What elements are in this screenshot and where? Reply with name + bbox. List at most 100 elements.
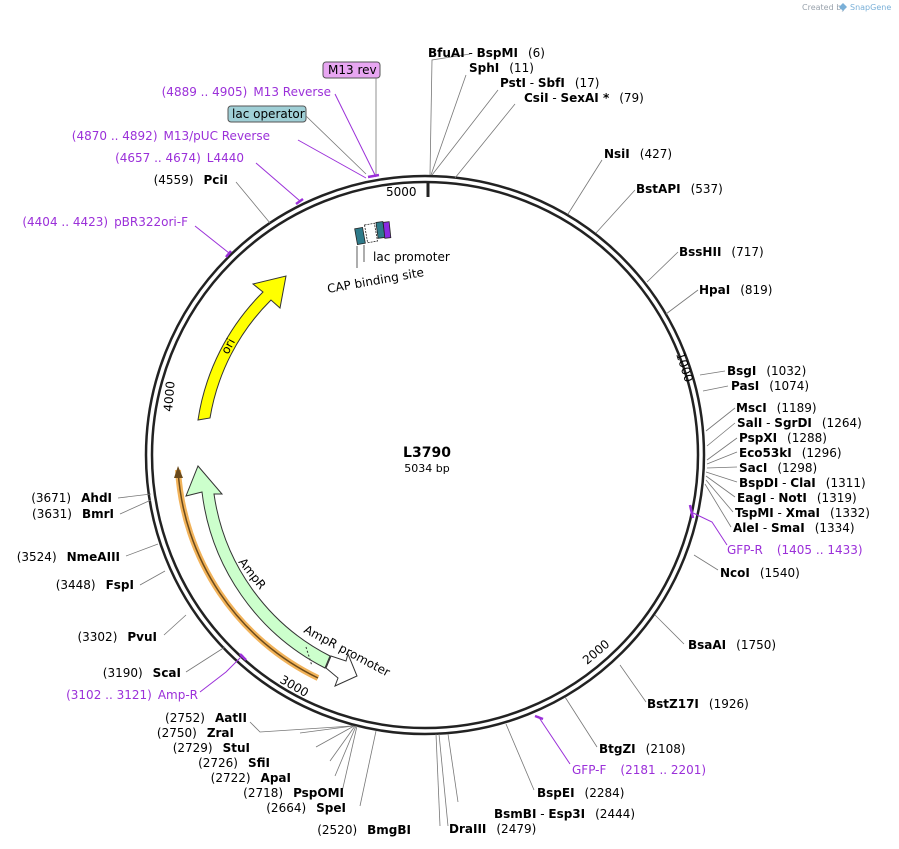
svg-text:SphI(11): SphI(11): [469, 61, 534, 75]
svg-text:(4889 .. 4905)M13 Reverse: (4889 .. 4905)M13 Reverse: [162, 85, 331, 99]
svg-text:(3302)PvuI: (3302)PvuI: [77, 630, 157, 644]
svg-text:Eco53kI(1296): Eco53kI(1296): [739, 446, 842, 460]
svg-text:EagI - NotI(1319): EagI - NotI(1319): [737, 491, 857, 505]
enzyme-pcii[interactable]: PciI: [204, 173, 229, 187]
enzyme-labels: BfuAI - BspMI(6) SphI(11) PstI - SbfI(17…: [17, 46, 870, 837]
primer-leaders: [194, 93, 728, 765]
primer-pbr322ori-f[interactable]: pBR322ori-F: [114, 215, 188, 229]
feature-layer: ori AmpR AmpR promoter lac promoter CAP …: [174, 221, 450, 687]
enzyme-fspi[interactable]: FspI: [106, 578, 134, 592]
enzyme-clai[interactable]: ClaI: [790, 476, 815, 490]
lac-promoter-feature[interactable]: [364, 222, 378, 244]
svg-text:DraIII(2479): DraIII(2479): [449, 822, 536, 836]
ampr-promoter-arrow[interactable]: [325, 652, 358, 687]
svg-text:(4657 .. 4674)L4440: (4657 .. 4674)L4440: [115, 151, 244, 165]
tick-label-2000: 2000: [580, 637, 612, 667]
amp-r-highlight-line: [177, 469, 319, 679]
tick-label-5000: 5000: [386, 185, 417, 199]
enzyme-bspmi[interactable]: BspMI: [477, 46, 518, 60]
primer-amp-r[interactable]: Amp-R: [158, 688, 198, 702]
enzyme-tspmi[interactable]: TspMI: [735, 506, 774, 520]
enzyme-ahdi[interactable]: AhdI: [81, 491, 112, 505]
enzyme-pasi[interactable]: PasI: [731, 379, 759, 393]
enzyme-eagi[interactable]: EagI: [737, 491, 766, 505]
enzyme-bmri[interactable]: BmrI: [82, 507, 114, 521]
enzyme-bstapi[interactable]: BstAPI: [636, 182, 681, 196]
enzyme-smai[interactable]: SmaI: [771, 521, 805, 535]
enzyme-alei[interactable]: AleI: [733, 521, 759, 535]
primer-m13-reverse[interactable]: M13 Reverse: [253, 85, 331, 99]
enzyme-noti[interactable]: NotI: [778, 491, 807, 505]
enzyme-apai[interactable]: ApaI: [261, 771, 291, 785]
enzyme-pspomi[interactable]: PspOMI: [293, 786, 344, 800]
enzyme-esp3i[interactable]: Esp3I: [548, 807, 585, 821]
ori-feature-arrow[interactable]: [197, 275, 287, 421]
primer-gfp-f[interactable]: GFP-F: [572, 763, 607, 777]
enzyme-bmgbi[interactable]: BmgBI: [367, 823, 411, 837]
svg-text:(2722)ApaI: (2722)ApaI: [211, 771, 291, 785]
backbone-inner-ring: [150, 180, 700, 730]
enzyme-nsii[interactable]: NsiI: [604, 147, 630, 161]
svg-text:(2750)ZraI: (2750)ZraI: [157, 726, 234, 740]
enzyme-sfii[interactable]: SfiI: [248, 756, 270, 770]
svg-text:(2752)AatII: (2752)AatII: [165, 711, 247, 725]
svg-text:BsaAI(1750): BsaAI(1750): [688, 638, 776, 652]
enzyme-scai[interactable]: ScaI: [153, 666, 181, 680]
enzyme-pvui[interactable]: PvuI: [127, 630, 157, 644]
primer-markers: [225, 173, 695, 721]
primer-l4440[interactable]: L4440: [207, 151, 244, 165]
enzyme-stui[interactable]: StuI: [223, 741, 250, 755]
enzyme-bfuai[interactable]: BfuAI: [428, 46, 465, 60]
svg-text:(4559)PciI: (4559)PciI: [154, 173, 228, 187]
enzyme-btgzi[interactable]: BtgZI: [599, 742, 636, 756]
enzyme-zrai[interactable]: ZraI: [207, 726, 234, 740]
enzyme-sbfi[interactable]: SbfI: [538, 76, 565, 90]
enzyme-bsshii[interactable]: BssHII: [679, 245, 721, 259]
svg-text:(3102 .. 3121)Amp-R: (3102 .. 3121)Amp-R: [66, 688, 198, 702]
svg-text:BstZ17I(1926): BstZ17I(1926): [647, 697, 749, 711]
enzyme-csii[interactable]: CsiI: [524, 91, 549, 105]
svg-text:TspMI - XmaI(1332): TspMI - XmaI(1332): [735, 506, 870, 520]
cap-binding-site-feature[interactable]: [354, 226, 366, 246]
enzyme-nmeaiii[interactable]: NmeAIII: [67, 550, 120, 564]
enzyme-eco53ki[interactable]: Eco53kI: [739, 446, 792, 460]
backbone-outer-ring: [144, 174, 706, 736]
svg-text:PasI(1074): PasI(1074): [731, 379, 809, 393]
enzyme-sgrdi[interactable]: SgrDI: [774, 416, 812, 430]
svg-text:BssHII(717): BssHII(717): [679, 245, 764, 259]
svg-text:BspDI - ClaI(1311): BspDI - ClaI(1311): [739, 476, 866, 490]
enzyme-aatii[interactable]: AatII: [215, 711, 247, 725]
enzyme-bsaai[interactable]: BsaAI: [688, 638, 726, 652]
enzyme-bsgi[interactable]: BsgI: [727, 364, 756, 378]
m13-rev-feature[interactable]: [382, 221, 392, 239]
ampr-feature-arrow[interactable]: [185, 465, 331, 669]
primer-labels: GFP-R(1405 .. 1433) GFP-F(2181 .. 2201) …: [22, 85, 862, 777]
svg-text:CsiI - SexAI *(79): CsiI - SexAI *(79): [524, 91, 644, 105]
m13-rev-box[interactable]: [322, 61, 381, 79]
enzyme-pspxi[interactable]: PspXI: [739, 431, 777, 445]
primer-m13-puc-reverse[interactable]: M13/pUC Reverse: [164, 129, 271, 143]
enzyme-sphi[interactable]: SphI: [469, 61, 499, 75]
enzyme-bsmbi[interactable]: BsmBI: [494, 807, 536, 821]
enzyme-msci[interactable]: MscI: [736, 401, 767, 415]
enzyme-xmai[interactable]: XmaI: [786, 506, 820, 520]
svg-text:(3448)FspI: (3448)FspI: [56, 578, 134, 592]
lac-operator-box[interactable]: [227, 105, 307, 123]
enzyme-ncoi[interactable]: NcoI: [720, 566, 750, 580]
enzyme-hpai[interactable]: HpaI: [699, 283, 730, 297]
ampr-promoter-junction: [305, 646, 313, 667]
svg-text:(3190)ScaI: (3190)ScaI: [103, 666, 181, 680]
enzyme-sexai[interactable]: SexAI *: [561, 91, 610, 105]
primer-gfp-r[interactable]: GFP-R: [727, 543, 763, 557]
enzyme-bspei[interactable]: BspEI: [537, 786, 575, 800]
enzyme-spei[interactable]: SpeI: [316, 801, 346, 815]
cap-binding-site-label: CAP binding site: [326, 265, 425, 296]
enzyme-bspdi[interactable]: BspDI: [739, 476, 778, 490]
enzyme-psti[interactable]: PstI: [500, 76, 526, 90]
enzyme-saci[interactable]: SacI: [739, 461, 767, 475]
enzyme-draiii[interactable]: DraIII: [449, 822, 486, 836]
enzyme-sali[interactable]: SalI: [737, 416, 762, 430]
ori-feature-label: ori: [218, 336, 238, 356]
enzyme-bstz17i[interactable]: BstZ17I: [647, 697, 699, 711]
